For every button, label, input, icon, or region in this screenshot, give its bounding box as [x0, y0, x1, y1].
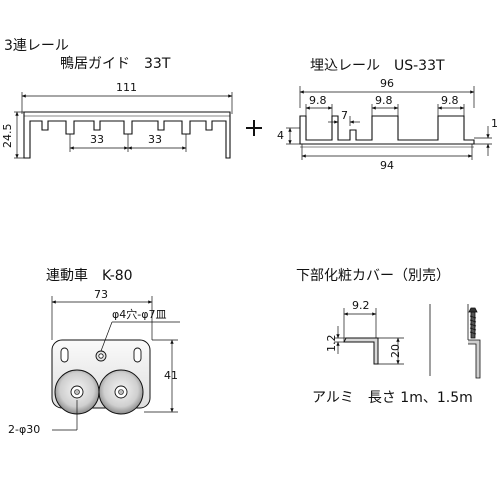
- embedded-bottom-width-dim: 94: [380, 159, 394, 172]
- linkage-wheel-title: 連動車 K-80: [46, 268, 133, 284]
- bottom-cover-title: 下部化粧カバー（別売）: [296, 268, 450, 284]
- linkage-width-dim: 73: [94, 288, 108, 301]
- embedded-inner-gap-dim: 7: [341, 109, 348, 122]
- cover-lip-dim: 1.2: [325, 334, 338, 353]
- bottom-cover-drawing: [334, 304, 481, 379]
- kamoi-pitch-right-dim: 33: [148, 133, 162, 146]
- embedded-edge-dim: 1: [491, 117, 498, 130]
- kamoi-pitch-left-dim: 33: [90, 133, 104, 146]
- embedded-rail-drawing: [286, 86, 492, 160]
- embedded-slot3-dim: 9.8: [441, 94, 459, 107]
- plus-sign-label: +: [248, 119, 260, 135]
- embedded-top-width-dim: 96: [380, 77, 394, 90]
- kamoi-total-width-dim: 111: [116, 81, 137, 94]
- linkage-wheel-dim: 2-φ30: [8, 423, 41, 436]
- embedded-height-dim: 4: [277, 129, 284, 142]
- cover-width-dim: 9.2: [352, 299, 370, 312]
- kamoi-series-label: 3連レール: [4, 38, 69, 54]
- embedded-slot1-dim: 9.8: [309, 94, 327, 107]
- plus-sign-icon: [246, 120, 262, 136]
- kamoi-guide-title: 鴨居ガイド 33T: [60, 56, 171, 72]
- linkage-wheel-drawing: [51, 296, 180, 431]
- embedded-slot2-dim: 9.8: [375, 94, 393, 107]
- linkage-height-dim: 41: [164, 369, 178, 382]
- cover-material-note: アルミ 長さ 1m、1.5m: [312, 390, 473, 406]
- embedded-rail-title: 埋込レール US-33T: [310, 58, 445, 74]
- linkage-hole-dim: φ4穴-φ7皿: [112, 308, 167, 321]
- cover-height-dim: 20: [389, 344, 402, 358]
- kamoi-guide-drawing: [14, 92, 233, 159]
- kamoi-height-dim: 24.5: [1, 123, 14, 149]
- screw-icon: [468, 307, 478, 339]
